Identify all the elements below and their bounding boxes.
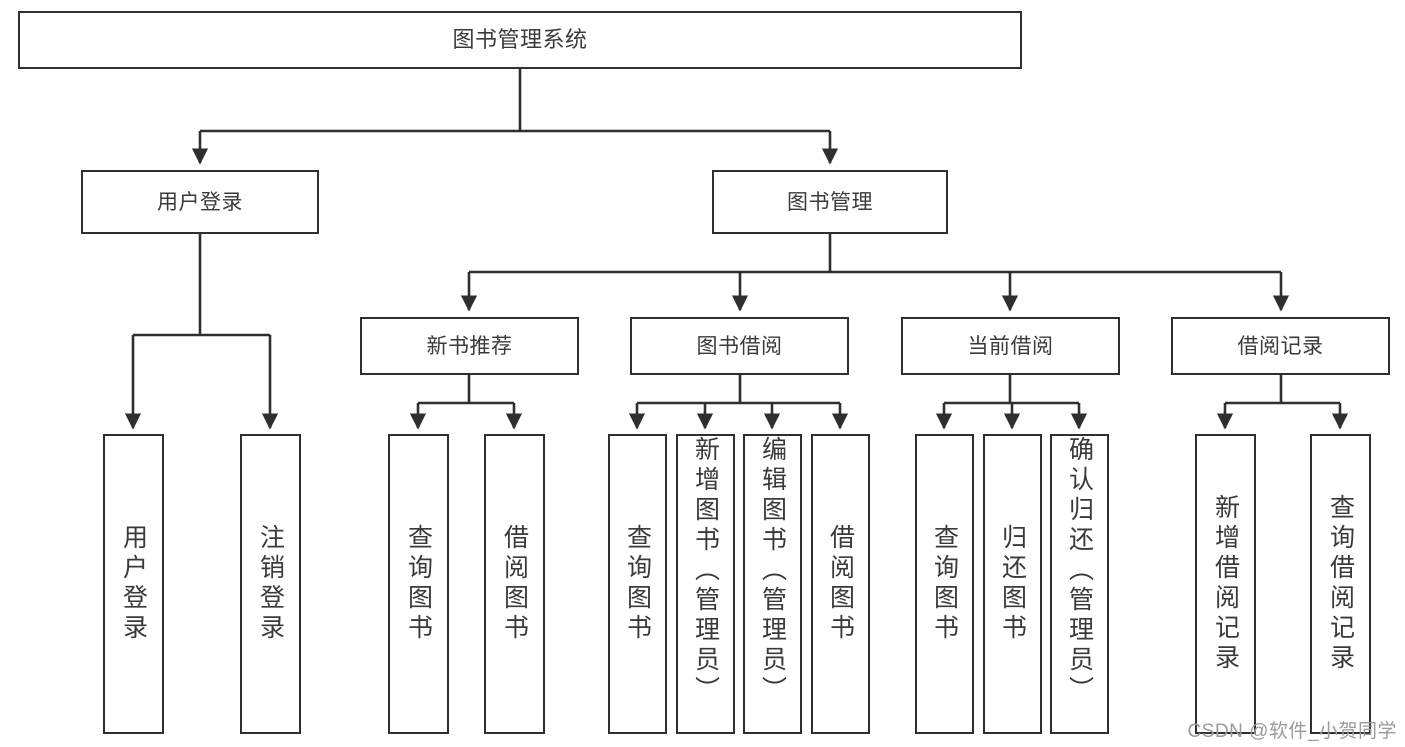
node-leaf-return-book-label: 归还图书 [998,524,1027,644]
node-user-login-label: 用户登录 [157,190,243,214]
node-leaf-user-login[interactable]: 用户登录 [103,434,164,734]
node-borrow-record-label: 借阅记录 [1237,334,1324,358]
node-new-book-recommend-label: 新书推荐 [426,334,513,358]
node-leaf-borrow-book-2-label: 借阅图书 [826,524,855,644]
node-leaf-confirm-return-admin-label: 确认归还（管理员） [1065,436,1094,706]
node-book-manage[interactable]: 图书管理 [712,170,948,234]
node-leaf-add-book-admin[interactable]: 新增图书（管理员） [676,434,735,734]
node-leaf-borrow-book-1-label: 借阅图书 [500,524,529,644]
node-current-borrow[interactable]: 当前借阅 [901,317,1120,375]
node-leaf-edit-book-admin-label: 编辑图书（管理员） [758,436,787,706]
node-leaf-borrow-book-2[interactable]: 借阅图书 [811,434,870,734]
node-root[interactable]: 图书管理系统 [18,11,1022,69]
node-leaf-logout-label: 注销登录 [256,524,285,644]
node-leaf-user-login-label: 用户登录 [119,524,148,644]
node-book-manage-label: 图书管理 [787,190,873,214]
node-borrow-record[interactable]: 借阅记录 [1171,317,1390,375]
node-leaf-query-book-3-label: 查询图书 [930,524,959,644]
node-current-borrow-label: 当前借阅 [967,334,1054,358]
node-leaf-query-book-3[interactable]: 查询图书 [915,434,974,734]
node-leaf-query-book-2[interactable]: 查询图书 [608,434,667,734]
node-leaf-edit-book-admin[interactable]: 编辑图书（管理员） [743,434,802,734]
node-leaf-query-book-1-label: 查询图书 [404,524,433,644]
node-leaf-query-borrow-record[interactable]: 查询借阅记录 [1310,434,1371,734]
watermark: CSDN @软件_小贺同学 [1187,721,1397,742]
node-leaf-logout[interactable]: 注销登录 [240,434,301,734]
node-new-book-recommend[interactable]: 新书推荐 [360,317,579,375]
node-leaf-query-book-1[interactable]: 查询图书 [388,434,449,734]
node-user-login[interactable]: 用户登录 [81,170,319,234]
node-leaf-add-borrow-record-label: 新增借阅记录 [1211,494,1240,674]
node-book-borrow[interactable]: 图书借阅 [630,317,849,375]
node-leaf-add-book-admin-label: 新增图书（管理员） [691,436,720,706]
node-leaf-return-book[interactable]: 归还图书 [983,434,1042,734]
node-leaf-query-borrow-record-label: 查询借阅记录 [1326,494,1355,674]
node-leaf-add-borrow-record[interactable]: 新增借阅记录 [1195,434,1256,734]
node-leaf-confirm-return-admin[interactable]: 确认归还（管理员） [1050,434,1109,734]
node-leaf-borrow-book-1[interactable]: 借阅图书 [484,434,545,734]
node-book-borrow-label: 图书借阅 [696,334,783,358]
node-leaf-query-book-2-label: 查询图书 [623,524,652,644]
node-root-label: 图书管理系统 [452,27,588,52]
